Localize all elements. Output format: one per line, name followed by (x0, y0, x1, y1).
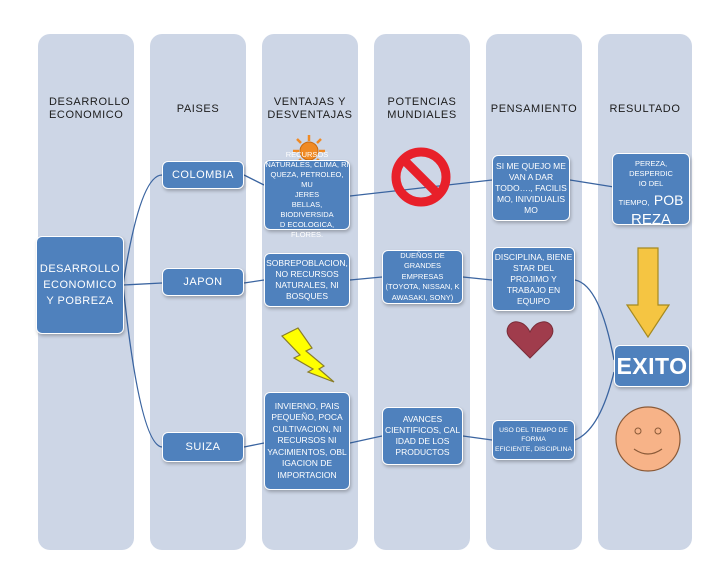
potencias-japon: DUEÑOS DE GRANDES EMPRESAS (TOYOTA, NISS… (382, 250, 463, 304)
exito-label: EXITO (616, 352, 688, 379)
potencias-line: IDAD DE LOS (395, 436, 450, 446)
header-line: MUNDIALES (387, 109, 457, 121)
potencias-line: DUEÑOS DE (400, 250, 445, 260)
pobreza-line: IO DEL (638, 179, 664, 188)
smiley-icon (615, 406, 681, 472)
header-line: PAISES (176, 103, 220, 115)
ventajas-line: CULTIVACION, NI (272, 423, 342, 434)
header-line: VENTAJAS Y (273, 96, 347, 108)
header-line: PENSAMIENTO (490, 103, 578, 115)
ventajas-line: NATURALES, NI (275, 280, 339, 290)
ventajas-line: RECURSOS NI (277, 435, 337, 446)
pensamiento-line: VAN A DAR (508, 171, 554, 182)
pensamiento-line: EQUIPO (516, 295, 551, 306)
header-potencias: POTENCIAS MUNDIALES (374, 96, 470, 122)
header-line: DESVENTAJAS (267, 109, 353, 121)
pobreza-big: REZA (630, 211, 671, 228)
ventajas-line: YACIMIENTOS, OBL (267, 446, 347, 457)
root-line: DESARROLLO (39, 263, 121, 275)
ventajas-line: SOBREPOBLACION, (266, 258, 348, 268)
pobreza-small: TIEMPO, (618, 198, 650, 207)
ventajas-line: IGACION DE (281, 458, 333, 469)
pensamiento-line: DISCIPLINA, BIENE (494, 251, 573, 262)
pensamiento-line: FORMA (521, 436, 546, 444)
heart-icon (506, 321, 554, 359)
ventajas-line: RECURSOS (285, 150, 329, 159)
ventajas-line: IMPORTACION (277, 469, 337, 480)
pensamiento-line: STAR DEL (513, 262, 554, 273)
ventajas-line: INVIERNO, PAIS (274, 400, 340, 411)
ventajas-line: PEQUEÑO, POCA (271, 412, 343, 423)
ventajas-line: JERES (294, 190, 320, 199)
root-node: DESARROLLO ECONOMICO Y POBREZA (36, 236, 124, 334)
potencias-line: AWASAKI, SONY) (391, 292, 454, 302)
ventajas-suiza: INVIERNO, PAIS PEQUEÑO, POCA CULTIVACION… (264, 392, 350, 490)
potencias-line: (TOYOTA, NISSAN, K (385, 282, 460, 292)
pensamiento-line: MO, INIVIDUALIS (496, 193, 565, 204)
pensamiento-suiza: USO DEL TIEMPO DE FORMA EFICIENTE, DISCI… (492, 420, 575, 460)
header-line: RESULTADO (609, 103, 681, 115)
root-line: ECONOMICO (43, 279, 117, 291)
header-desarrollo: DESARROLLO ECONOMICO (49, 96, 130, 122)
country-label: COLOMBIA (171, 169, 235, 181)
pensamiento-line: TRABAJO EN (506, 284, 561, 295)
root-line: Y POBREZA (46, 295, 114, 307)
header-resultado: RESULTADO (598, 103, 692, 116)
potencias-line: CIENTIFICOS, CAL (384, 425, 461, 435)
potencias-line: GRANDES EMPRESAS (401, 261, 444, 281)
pensamiento-line: PROJIMO Y (510, 273, 557, 284)
sun-icon (293, 135, 325, 167)
pensamiento-line: SI ME QUEJO ME (496, 160, 566, 171)
ventajas-line: NATURALES, CLIMA, RI (265, 160, 349, 169)
ventajas-line: BELLAS, BIODIVERSIDA (280, 200, 334, 219)
ventajas-line: NO RECURSOS (275, 269, 339, 279)
pensamiento-japon: DISCIPLINA, BIENE STAR DEL PROJIMO Y TRA… (492, 247, 575, 311)
country-label: JAPON (183, 276, 223, 288)
ventajas-line: BOSQUES (285, 291, 329, 301)
country-colombia: COLOMBIA (162, 161, 244, 189)
lightning-icon (281, 327, 335, 383)
pensamiento-line: EFICIENTE, DISCIPLINA (494, 445, 573, 453)
potencias-suiza: AVANCES CIENTIFICOS, CAL IDAD DE LOS PRO… (382, 407, 463, 465)
ventajas-line: D ECOLOGICA, FLORES. (279, 220, 335, 239)
prohibited-icon (391, 147, 451, 207)
country-label: SUIZA (185, 441, 221, 453)
country-japon: JAPON (162, 268, 244, 296)
potencias-line: PRODUCTOS (395, 447, 450, 457)
down-arrow-icon (626, 247, 670, 339)
header-paises: PAISES (150, 103, 246, 116)
pensamiento-line: TODO…., FACILIS (495, 182, 567, 193)
country-suiza: SUIZA (162, 432, 244, 462)
pensamiento-line: USO DEL TIEMPO DE (499, 426, 568, 434)
header-ventajas: VENTAJAS Y DESVENTAJAS (262, 96, 358, 122)
header-line: ECONOMICO (49, 109, 124, 121)
ventajas-line: QUEZA, PETROLEO, MU (270, 170, 344, 189)
ventajas-japon: SOBREPOBLACION, NO RECURSOS NATURALES, N… (264, 253, 350, 307)
header-pensamiento: PENSAMIENTO (486, 103, 582, 116)
potencias-line: AVANCES (402, 414, 443, 424)
resultado-exito: EXITO (614, 345, 690, 387)
header-line: POTENCIAS (387, 96, 457, 108)
header-line: DESARROLLO (49, 96, 131, 108)
pensamiento-colombia: SI ME QUEJO ME VAN A DAR TODO…., FACILIS… (492, 155, 570, 221)
pensamiento-line: MO (524, 204, 538, 215)
ventajas-colombia: RECURSOS NATURALES, CLIMA, RI QUEZA, PET… (264, 150, 350, 239)
pobreza-line: PEREZA, DESPERDIC (629, 159, 673, 178)
pobreza-big: POB (653, 192, 684, 208)
resultado-pobreza: PEREZA, DESPERDIC IO DEL TIEMPO, POB REZ… (612, 153, 690, 228)
